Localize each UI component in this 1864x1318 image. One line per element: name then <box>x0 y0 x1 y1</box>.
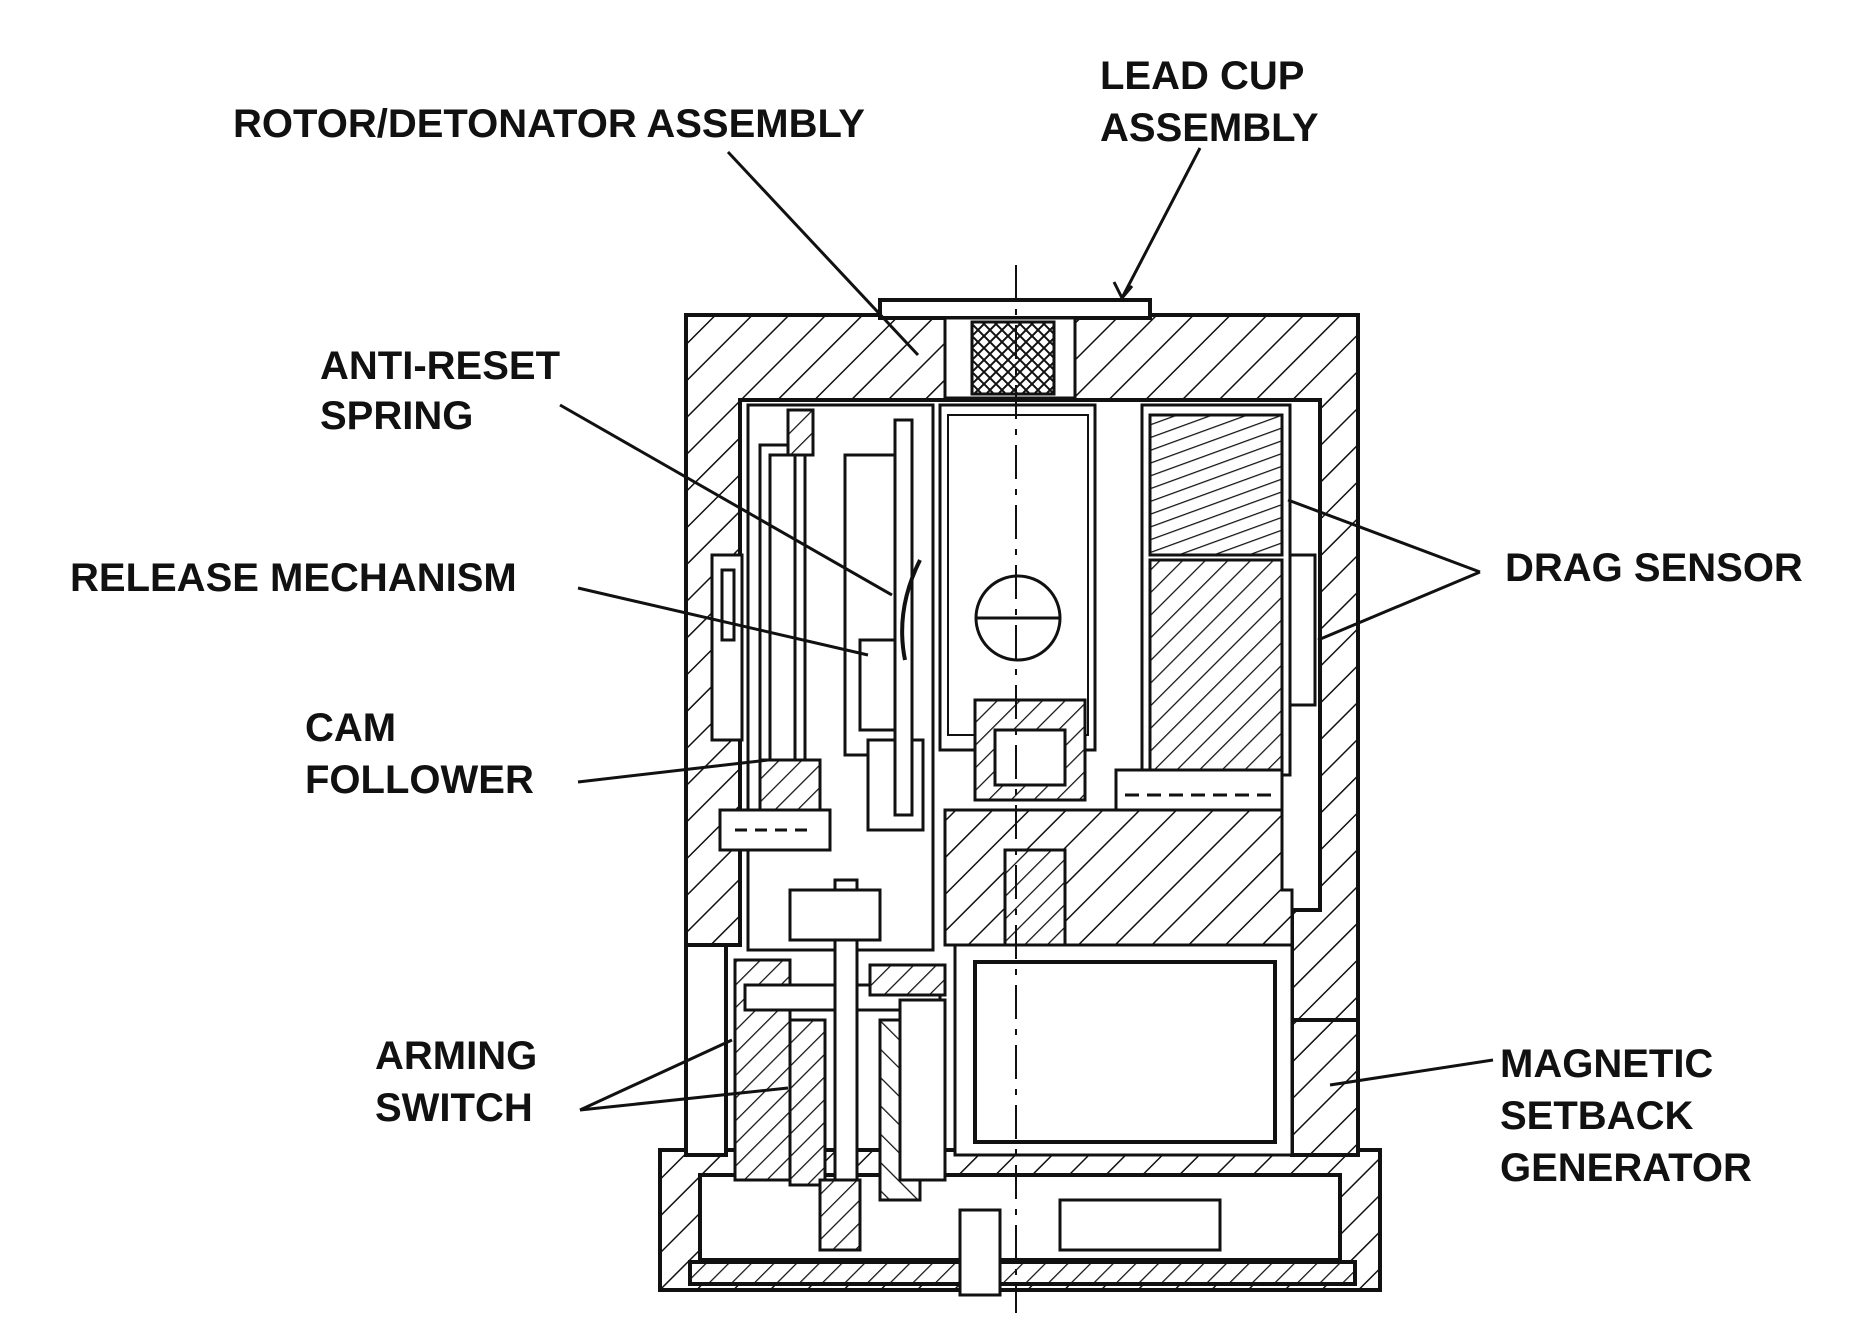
rotor-detonator-assembly <box>938 403 1097 802</box>
label-arming-switch-line2: SWITCH <box>375 1086 533 1130</box>
label-magnetic-setback-generator-line3: GENERATOR <box>1500 1146 1752 1190</box>
label-cam-follower-line2: FOLLOWER <box>305 758 534 802</box>
label-arming-switch-line1: ARMING <box>375 1034 538 1078</box>
leader-cam-follower <box>577 758 769 784</box>
label-cam-follower-line1: CAM <box>305 706 397 750</box>
label-magnetic-setback-generator-line2: SETBACK <box>1500 1094 1694 1138</box>
label-rotor-detonator-assembly: ROTOR/DETONATOR ASSEMBLY <box>233 102 865 146</box>
label-lead-cup-assembly-line1: LEAD CUP <box>1100 54 1305 98</box>
label-drag-sensor: DRAG SENSOR <box>1505 546 1803 590</box>
label-anti-reset-spring-line2: SPRING <box>320 394 474 438</box>
label-release-mechanism: RELEASE MECHANISM <box>70 556 517 600</box>
leader-arming-a <box>579 1038 733 1112</box>
central-hub <box>943 808 1294 952</box>
label-anti-reset-spring-line1: ANTI-RESET <box>320 344 560 388</box>
leader-lines <box>559 147 1494 1112</box>
leader-anti-reset <box>559 403 893 597</box>
leader-lead-cup <box>1112 147 1202 302</box>
leader-magnetic <box>1329 1058 1494 1087</box>
lead-cup-assembly <box>943 316 1077 400</box>
leader-arming-b <box>579 1086 789 1112</box>
magnetic-setback-generator <box>953 943 1294 1297</box>
leader-rotor-detonator <box>726 150 920 357</box>
leader-drag-sensor-b <box>1317 570 1481 642</box>
anti-reset-and-release-parts <box>710 403 935 952</box>
leader-release <box>577 586 869 657</box>
label-lead-cup-assembly-line2: ASSEMBLY <box>1100 106 1319 150</box>
leader-drag-sensor-a <box>1287 498 1481 574</box>
arming-switch <box>733 878 947 1252</box>
label-magnetic-setback-generator-line1: MAGNETIC <box>1500 1042 1714 1086</box>
drag-sensor <box>1114 403 1317 822</box>
